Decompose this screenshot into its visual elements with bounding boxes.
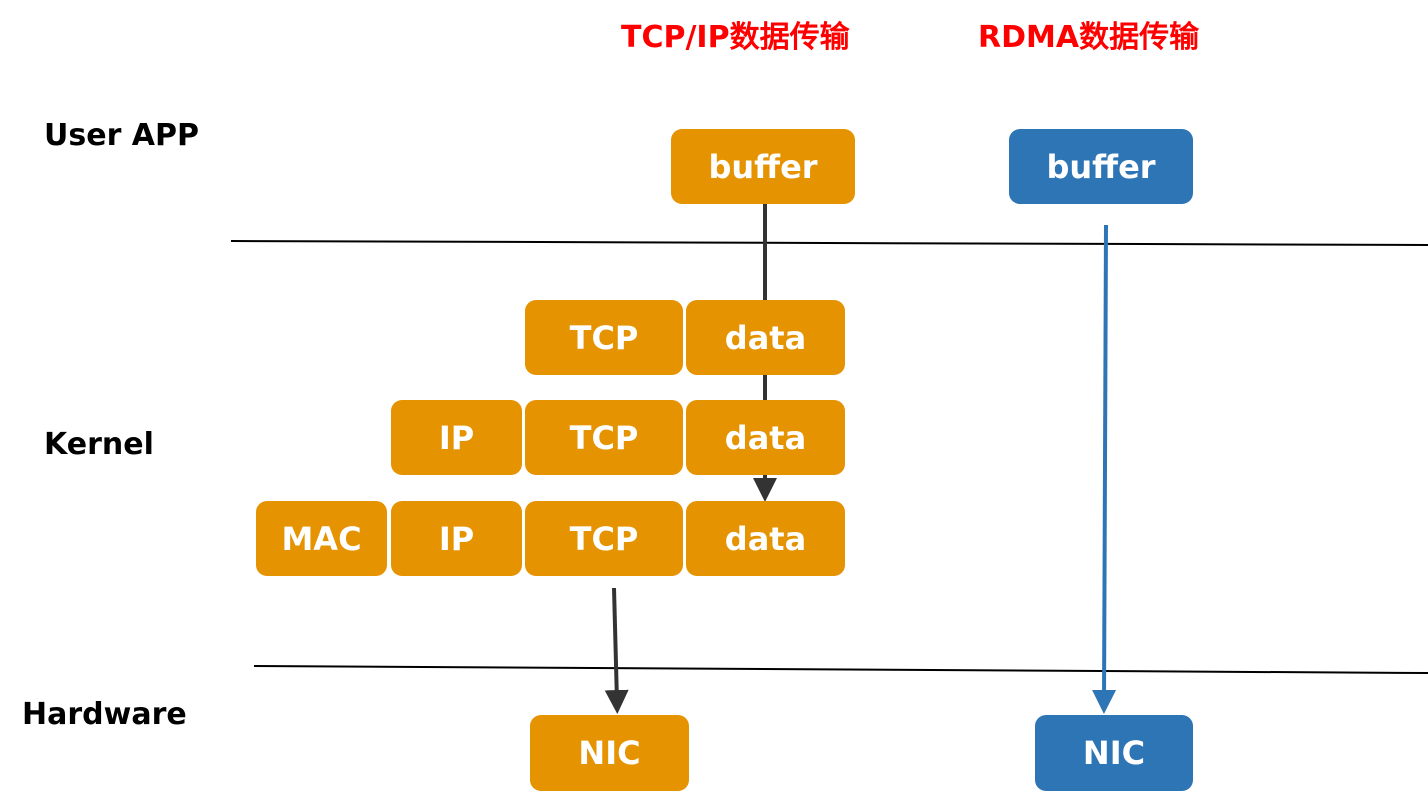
tcpip-row3-tcp-header: TCP (525, 501, 683, 576)
tcpip-nic-box: NIC (530, 715, 689, 791)
tcpip-row3-ip-header: IP (391, 501, 522, 576)
rdma-buffer-box: buffer (1009, 129, 1193, 204)
layer-label-hardware: Hardware (22, 697, 187, 732)
tcpip-row2-ip-header: IP (391, 400, 522, 475)
separator-kernel-hardware (253, 665, 1428, 674)
tcpip-title: TCP/IP数据传输 (621, 20, 850, 55)
tcpip-row2-data: data (686, 400, 845, 475)
tcpip-buffer-box: buffer (671, 129, 855, 204)
tcpip-row1-data: data (686, 300, 845, 375)
tcpip-row3-data: data (686, 501, 845, 576)
layer-label-kernel: Kernel (44, 427, 154, 462)
rdma-arrow-buffer-to-nic (1092, 224, 1117, 714)
separator-user-kernel (230, 240, 1428, 246)
tcpip-row3-mac-header: MAC (256, 501, 387, 576)
tcpip-row2-tcp-header: TCP (525, 400, 683, 475)
rdma-nic-box: NIC (1035, 715, 1193, 791)
layer-label-user-app: User APP (44, 118, 199, 153)
tcpip-arrow-frame-to-nic (604, 587, 629, 714)
rdma-title: RDMA数据传输 (978, 20, 1200, 55)
tcpip-row1-tcp-header: TCP (525, 300, 683, 375)
